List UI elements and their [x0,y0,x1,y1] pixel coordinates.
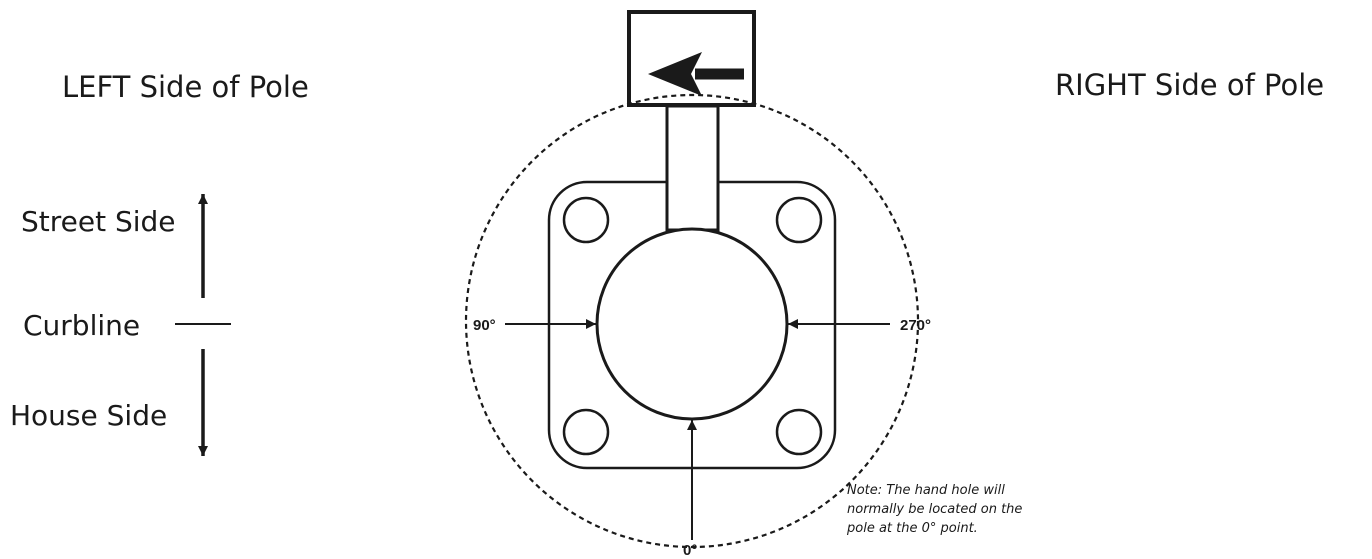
right-side-label: RIGHT Side of Pole [1055,68,1325,102]
street-side-label: Street Side [21,205,176,238]
sign-post [665,104,720,232]
left-side-label: LEFT Side of Pole [62,70,309,104]
hand-hole-note: Note: The hand hole will normally be loc… [847,483,1023,536]
bolt-hole-top-left [562,196,610,244]
degree-270-label: 270° [900,317,932,334]
curbline-label: Curbline [23,309,141,342]
left-arrow-icon [648,52,744,96]
bolt-hole-top-right [775,196,823,244]
degree-0-label: 0° [683,542,698,559]
pole-circle [595,227,789,421]
rotation-circle [464,93,920,549]
bolt-hole-bottom-left [562,408,610,456]
bolt-hole-bottom-right [775,408,823,456]
house-side-label: House Side [10,399,168,432]
degree-90-label: 90° [473,317,496,334]
